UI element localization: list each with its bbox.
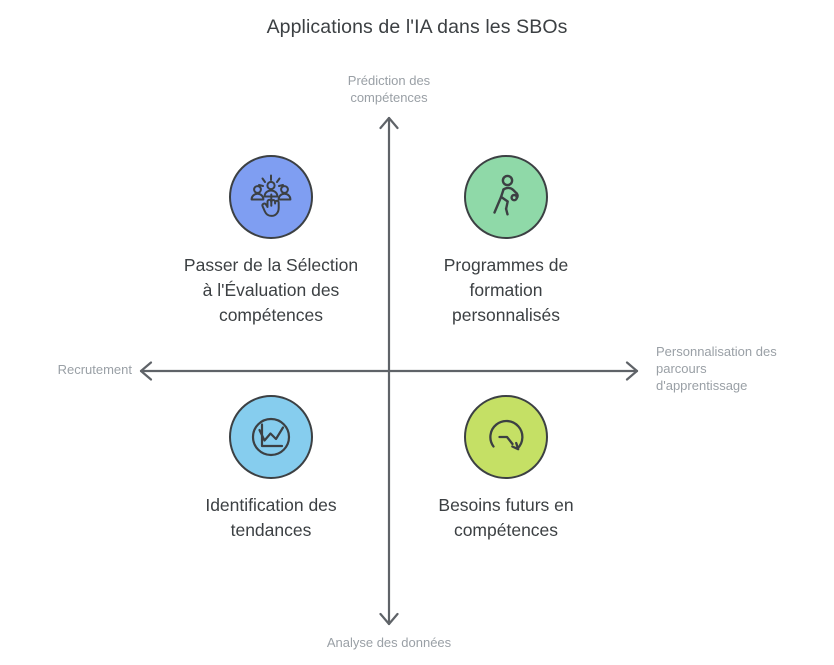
- quadrant-label: Programmes de formation personnalisés: [443, 255, 569, 325]
- quadrant-icon-badge: [464, 155, 548, 239]
- quadrant-icon-badge: [229, 395, 313, 479]
- clock-rotate-icon: [489, 419, 524, 451]
- up-arrow-head: [379, 116, 399, 130]
- quadrant-label: Passer de la Sélection à l'Évaluation de…: [183, 255, 359, 325]
- axis-label-bottom: Analyse des données: [326, 635, 452, 650]
- left-arrow-head: [139, 361, 153, 381]
- page-title: Applications de l'IA dans les SBOs: [266, 16, 568, 38]
- quadrant-label: Identification des tendances: [205, 495, 337, 540]
- trend-chart-icon: [251, 417, 291, 457]
- quadrant-icon-badge: [229, 155, 313, 239]
- quadrant-top-right[interactable]: Programmes de formation personnalisés: [376, 155, 636, 328]
- down-arrow-head: [379, 612, 399, 626]
- quadrant-top-left[interactable]: Passer de la Sélection à l'Évaluation de…: [141, 155, 401, 328]
- quadrant-label: Besoins futurs en compétences: [438, 495, 574, 540]
- running-person-icon: [493, 174, 519, 216]
- quadrant-bottom-right[interactable]: Besoins futurs en compétences: [376, 395, 636, 543]
- axis-label-top: Prédiction des compétences: [347, 73, 431, 105]
- axis-label-left: Recrutement: [57, 362, 132, 377]
- group-select-hand-icon: [250, 174, 292, 217]
- quadrant-icon-badge: [464, 395, 548, 479]
- quadrant-bottom-left[interactable]: Identification des tendances: [141, 395, 401, 543]
- axis-label-right: Personnalisation des parcours d'apprenti…: [656, 344, 777, 393]
- right-arrow-head: [625, 361, 639, 381]
